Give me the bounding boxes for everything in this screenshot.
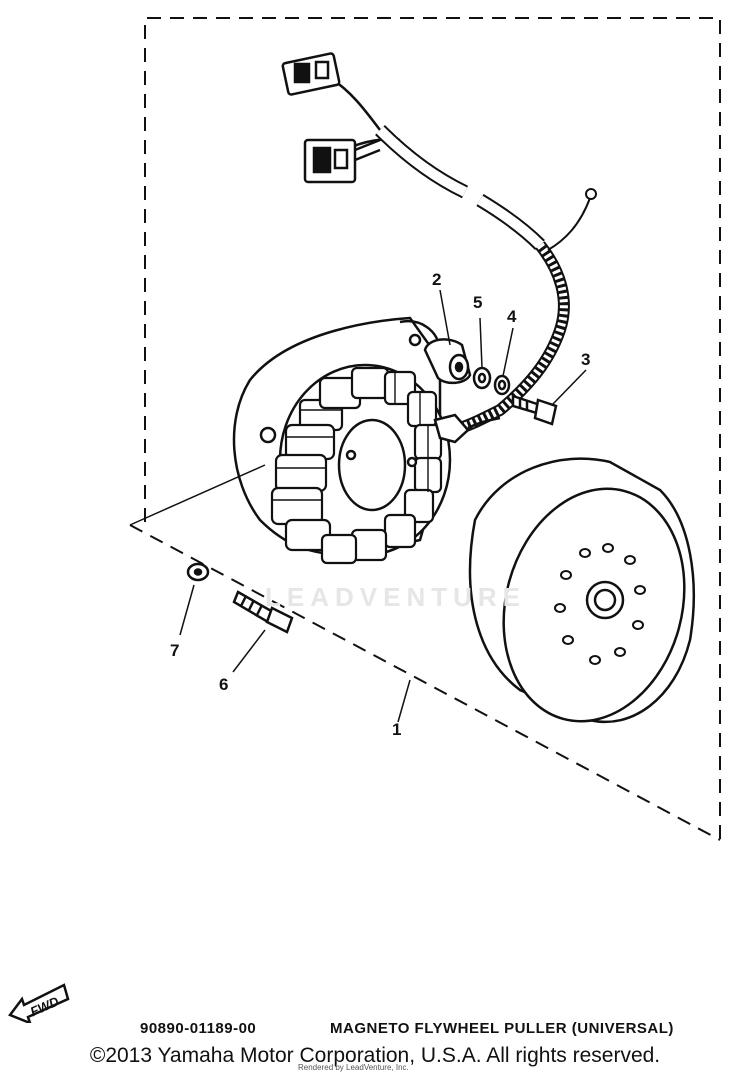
callout-6: 6 — [219, 675, 228, 694]
callout-2: 2 — [432, 270, 441, 289]
copyright-notice: ©2013 Yamaha Motor Corporation, U.S.A. A… — [89, 1044, 661, 1067]
pickup-coil — [423, 338, 472, 385]
watermark-text: LEADVENTURE — [265, 582, 527, 612]
callout-3: 3 — [581, 350, 590, 369]
stator-assembly — [232, 316, 501, 565]
wire-harness — [329, 76, 597, 434]
bolt-3 — [511, 394, 558, 426]
connector-upper — [281, 52, 341, 96]
connector-lower — [303, 138, 381, 184]
fwd-arrow-icon: FWD — [8, 983, 70, 1023]
tool-part-number: 90890-01189-00 — [140, 1020, 257, 1037]
washer-4 — [493, 374, 511, 396]
fwd-label: FWD — [28, 993, 62, 1019]
assembly-boundary — [129, 17, 721, 841]
tool-name: MAGNETO FLYWHEEL PULLER (UNIVERSAL) — [330, 1020, 674, 1037]
render-note: Rendered by LeadVenture, Inc. — [298, 1063, 409, 1072]
callout-5: 5 — [473, 293, 482, 312]
bolt-6 — [232, 590, 294, 634]
leader-lines — [129, 289, 587, 723]
flywheel-rotor — [468, 457, 695, 724]
callout-1: 1 — [392, 720, 401, 739]
washer-7 — [186, 562, 210, 582]
washer-5 — [472, 366, 492, 390]
callout-4: 4 — [507, 307, 517, 326]
callout-7: 7 — [170, 641, 179, 660]
